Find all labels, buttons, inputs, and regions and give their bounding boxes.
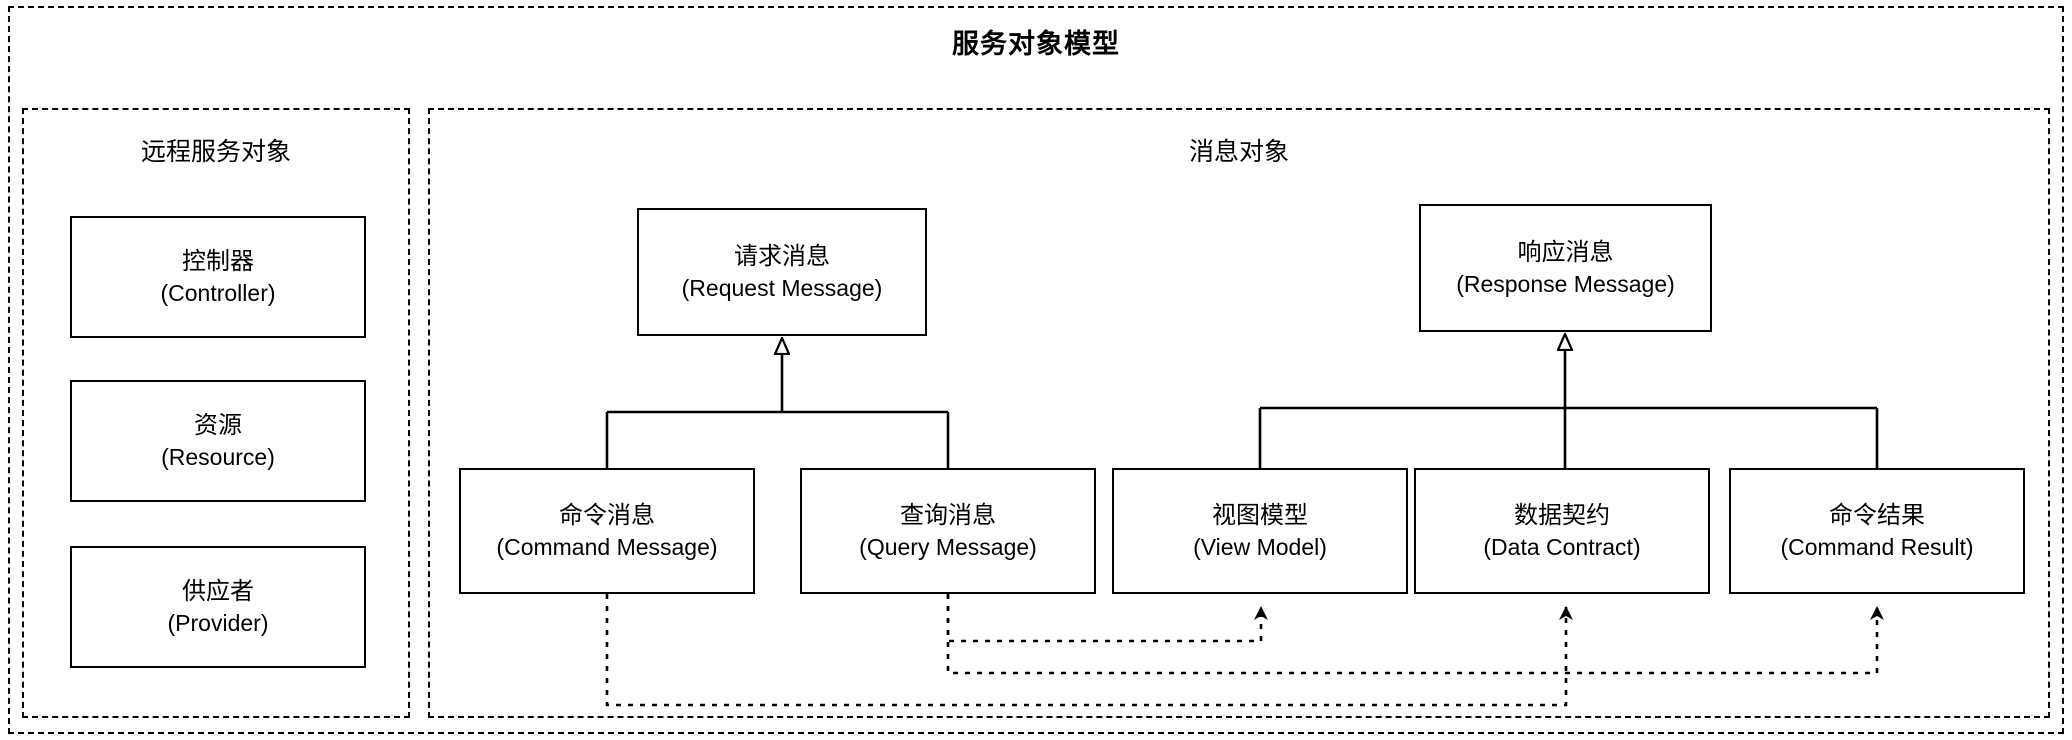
panel-title-message-objects: 消息对象 xyxy=(1188,138,1289,166)
node-command-result[interactable]: 命令结果 (Command Result) xyxy=(1729,468,2025,594)
node-data-contract[interactable]: 数据契约 (Data Contract) xyxy=(1414,468,1710,594)
node-response-message[interactable]: 响应消息 (Response Message) xyxy=(1419,204,1712,332)
node-resource-label-cn: 资源 xyxy=(194,411,242,439)
node-query-message-label-en: (Query Message) xyxy=(859,533,1037,560)
node-query-message-label-cn: 查询消息 xyxy=(900,501,996,529)
node-command-message-label-en: (Command Message) xyxy=(496,533,718,560)
node-response-message-label-en: (Response Message) xyxy=(1456,270,1675,297)
node-request-message-label-cn: 请求消息 xyxy=(734,242,830,270)
node-controller-label-cn: 控制器 xyxy=(182,247,254,275)
node-command-message-label-cn: 命令消息 xyxy=(559,501,655,529)
node-data-contract-label-cn: 数据契约 xyxy=(1514,501,1610,529)
node-command-result-label-en: (Command Result) xyxy=(1780,533,1974,560)
node-view-model[interactable]: 视图模型 (View Model) xyxy=(1112,468,1408,594)
node-request-message[interactable]: 请求消息 (Request Message) xyxy=(637,208,927,336)
node-controller-label-en: (Controller) xyxy=(160,279,276,306)
node-view-model-label-cn: 视图模型 xyxy=(1212,501,1308,529)
node-data-contract-label-en: (Data Contract) xyxy=(1483,533,1641,560)
panel-message-objects: 消息对象 xyxy=(428,108,2050,718)
node-provider-label-en: (Provider) xyxy=(167,609,269,636)
node-command-message[interactable]: 命令消息 (Command Message) xyxy=(459,468,755,594)
diagram-title: 服务对象模型 xyxy=(952,29,1120,59)
node-provider[interactable]: 供应者 (Provider) xyxy=(70,546,366,668)
panel-title-remote-service-objects: 远程服务对象 xyxy=(140,138,291,166)
node-response-message-label-cn: 响应消息 xyxy=(1517,238,1614,266)
node-provider-label-cn: 供应者 xyxy=(182,577,254,605)
node-controller[interactable]: 控制器 (Controller) xyxy=(70,216,366,338)
node-resource[interactable]: 资源 (Resource) xyxy=(70,380,366,502)
node-resource-label-en: (Resource) xyxy=(161,443,275,470)
node-query-message[interactable]: 查询消息 (Query Message) xyxy=(800,468,1096,594)
node-command-result-label-cn: 命令结果 xyxy=(1829,501,1925,529)
node-view-model-label-en: (View Model) xyxy=(1193,533,1327,560)
node-request-message-label-en: (Request Message) xyxy=(681,274,883,301)
